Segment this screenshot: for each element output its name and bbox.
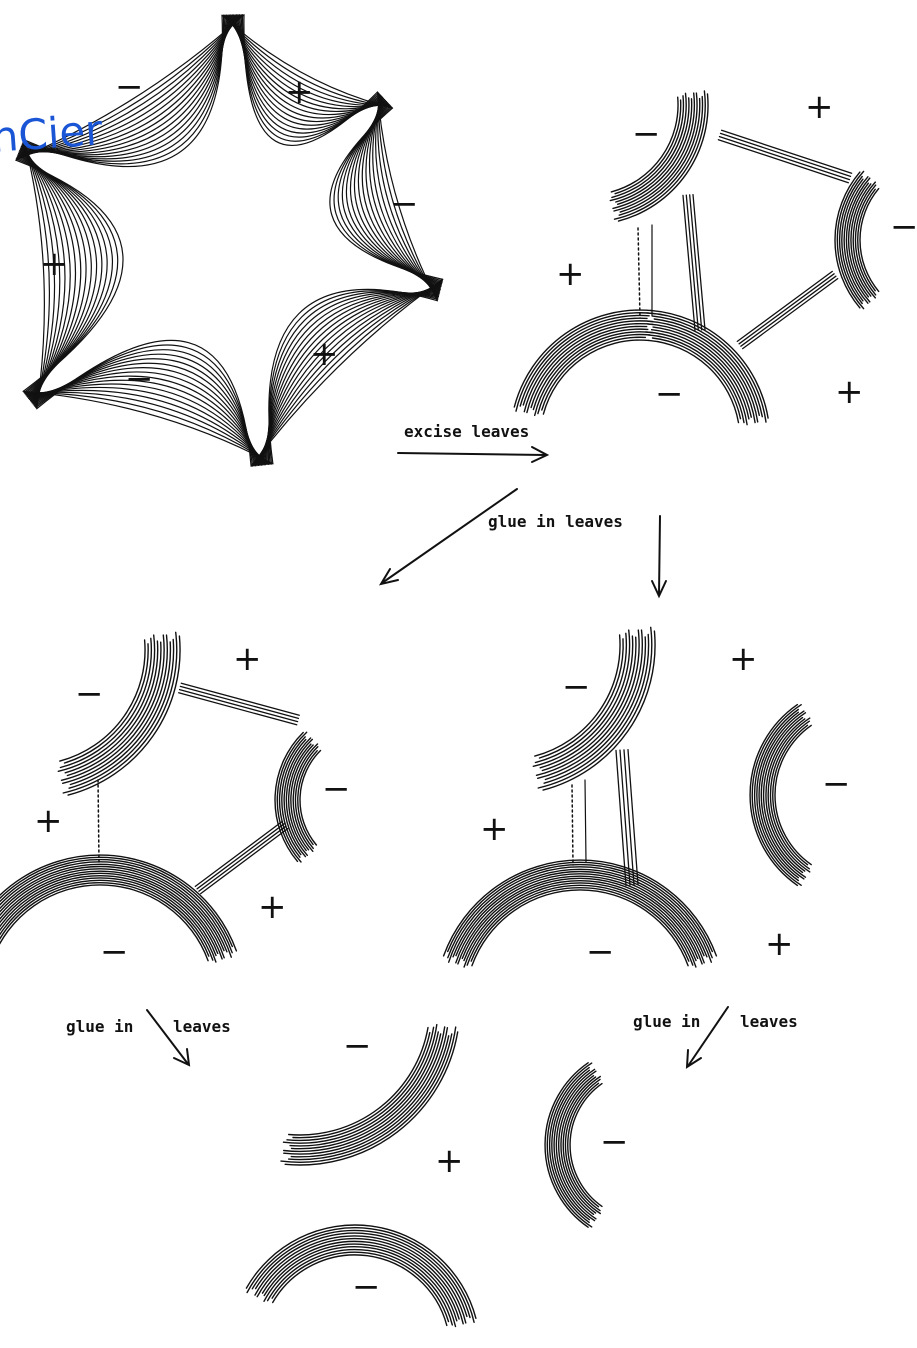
glue-left-arrow-group: glue in leaves [66,1010,231,1065]
excised-sign-right: − [890,207,917,247]
mid-left-sign-left: + [34,801,63,841]
star-leaf-bundle [16,140,123,409]
bottom-sign-lower-arc: − [352,1267,381,1307]
excise-arrow-group: excise leaves [398,422,547,462]
bottom-arc-right [545,1063,602,1227]
star-sign-bottom-left: − [125,359,154,399]
excised-strip-bottom [737,271,837,348]
glue-down-arrow [659,516,660,595]
bottom-sign-center: + [435,1141,464,1181]
excised-sign-left: + [556,254,585,294]
glue-left-label-a: glue in [66,1017,133,1036]
star-foliation: nCier − + + − − + [0,15,443,466]
mid-left-sign-right: − [322,769,351,809]
star-sign-right: − [390,184,419,224]
star-sign-top-right: + [285,72,314,112]
excise-label: excise leaves [404,422,529,441]
glue-right-arrow-group: glue in leaves [633,1007,798,1067]
excised-arc-bottom [514,310,655,415]
glue-left-label-b: leaves [173,1017,231,1036]
excised-dotted-seam [638,228,640,318]
star-sign-left: + [40,244,69,284]
mid-left-strip-bottom [195,821,287,893]
glued-foliation-right: − + + − − + [444,627,851,972]
excised-sign-top-left: − [632,114,661,154]
excised-sign-top: + [805,87,834,127]
bottom-sign-upper-arc: − [343,1026,372,1066]
mid-left-sign-top: + [233,639,262,679]
mid-right-sign-bottom: − [586,932,615,972]
glue-down-left-arrow [382,489,517,583]
mid-left-sign-bottom-right: + [258,887,287,927]
glue-right-label-a: glue in [633,1012,700,1031]
mid-right-sign-top: + [729,639,758,679]
separated-leaves: − − + − [246,1025,628,1327]
bottom-sign-right-arc: − [600,1122,629,1162]
star-leaf-bundle [330,92,443,301]
star-sign-bottom-right: + [310,334,339,374]
mid-right-arc-top [533,627,655,790]
glue-right-label-b: leaves [740,1012,798,1031]
mid-left-sign-bottom: − [100,932,129,972]
mid-right-sign-bottom-right: + [765,924,794,964]
mid-right-sign-right: − [822,764,851,804]
glue-middle-label: glue in leaves [488,512,623,531]
mid-right-dotted-seam [572,785,573,865]
mid-right-arc-separate [750,705,811,886]
glue-middle-arrow-group: glue in leaves [381,489,666,596]
star-sign-top-left: − [115,67,144,107]
mid-left-sign-top-left: − [75,674,104,714]
excised-strip-top [718,130,851,182]
excised-strip-middle [683,195,705,331]
annotation-handwriting: nCier [0,105,105,162]
excised-foliation: − + − + − + [514,87,917,425]
mid-left-dotted-seam [98,780,99,862]
glued-foliation-left: − + + − − + [0,632,350,972]
mid-right-sign-left: + [480,809,509,849]
excise-arrow [398,453,546,455]
excised-sign-bottom: − [655,374,684,414]
mid-right-seam-edge [585,780,586,862]
mid-left-strip-top [179,683,300,725]
excised-sign-bottom-right: + [835,372,864,412]
excised-arc-right [835,171,879,308]
mid-right-sign-top-left: − [562,667,591,707]
mid-right-arc-bottom [444,860,717,967]
mid-left-arc-right [275,732,320,862]
